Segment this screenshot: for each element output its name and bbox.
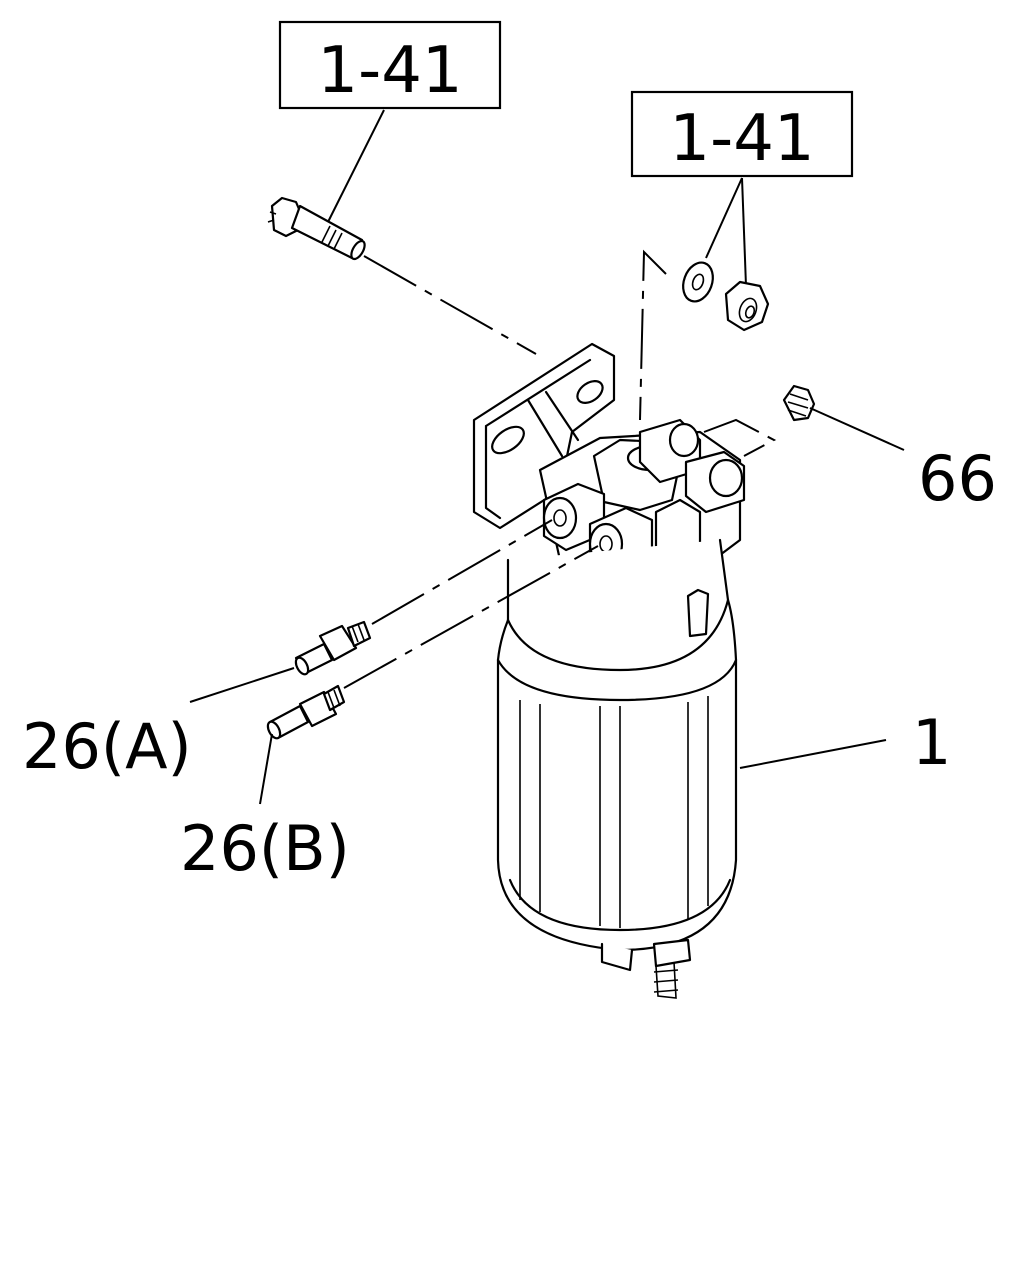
axis-plug	[703, 418, 777, 457]
flange-nut	[724, 280, 770, 332]
callout-1: 1	[912, 706, 951, 779]
callout-26a: 26(A)	[22, 710, 192, 783]
fitting-26b	[266, 684, 346, 740]
axis-26b	[343, 545, 599, 689]
mounting-bolt	[267, 196, 366, 261]
leader-66	[809, 407, 905, 451]
reference-box-2[interactable]: 1-41	[630, 90, 854, 178]
reference-box-1[interactable]: 1-41	[278, 20, 502, 110]
callout-26b: 26(B)	[180, 812, 350, 885]
fitting-26a	[294, 620, 372, 676]
axis-bolt	[363, 255, 537, 355]
leader-26b	[259, 733, 273, 805]
axis-26a	[371, 519, 553, 625]
leader-bolt	[327, 109, 385, 223]
leader-26a	[189, 667, 295, 703]
mounting-bracket	[472, 342, 616, 530]
reference-box-2-label: 1-41	[669, 102, 814, 176]
leader-1	[739, 739, 887, 769]
filter-bowl	[496, 538, 738, 999]
reference-box-1-label: 1-41	[317, 34, 462, 108]
plug-66	[782, 384, 816, 422]
axis-nut	[639, 249, 667, 421]
leader-washer-nut	[705, 177, 747, 287]
callout-66: 66	[918, 442, 997, 515]
washer	[682, 261, 714, 303]
